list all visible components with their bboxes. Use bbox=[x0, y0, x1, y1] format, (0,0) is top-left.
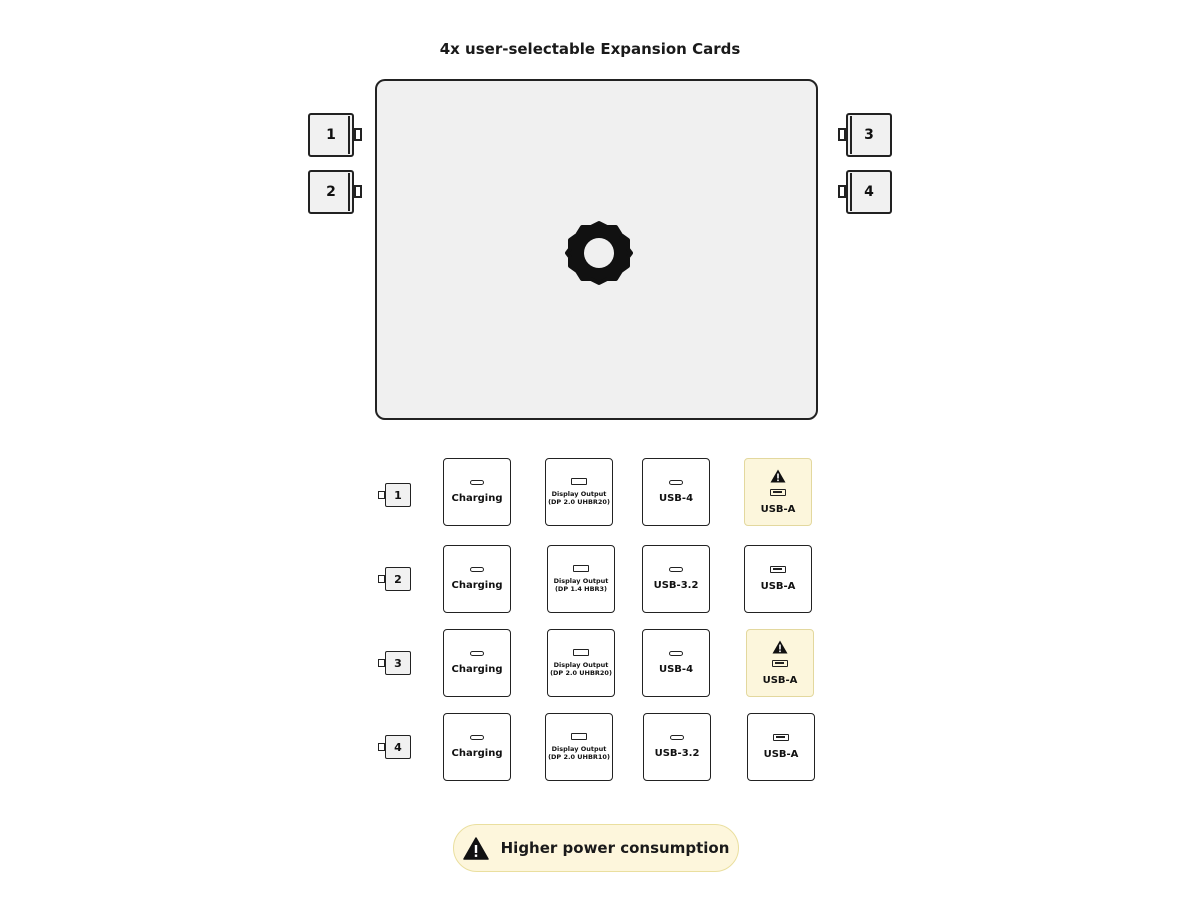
displayport-icon bbox=[573, 648, 589, 656]
slot-number: 1 bbox=[308, 113, 354, 157]
usb-card: USB-4 bbox=[642, 629, 710, 697]
card-sublabel: (DP 1.4 HBR3) bbox=[554, 585, 608, 593]
row-number: 1 bbox=[385, 483, 411, 507]
usb-c-port-icon bbox=[470, 734, 484, 740]
row-label-4: 4 bbox=[375, 735, 411, 759]
card-label: Charging bbox=[451, 663, 503, 675]
usb-a-card: USB-A bbox=[746, 629, 814, 697]
usb-a-port-icon bbox=[770, 488, 786, 496]
card-label: Display Output bbox=[553, 576, 609, 585]
framework-gear-logo-icon bbox=[565, 221, 633, 285]
displayport-icon bbox=[571, 732, 587, 740]
card-sublabel: (DP 2.0 UHBR20) bbox=[548, 498, 610, 506]
usb-a-card: USB-A bbox=[744, 545, 812, 613]
card-label: Charging bbox=[451, 492, 503, 504]
card-label: Display Output bbox=[551, 744, 607, 753]
slot-number: 2 bbox=[308, 170, 354, 214]
displayport-icon bbox=[573, 564, 589, 572]
warning-icon bbox=[770, 469, 786, 483]
charging-card: Charging bbox=[443, 545, 511, 613]
slot-number: 4 bbox=[846, 170, 892, 214]
usb-card: USB-3.2 bbox=[643, 713, 711, 781]
card-label: USB-4 bbox=[658, 663, 694, 675]
card-label: USB-3.2 bbox=[654, 747, 700, 759]
usb-c-port-icon bbox=[470, 566, 484, 572]
card-label: USB-A bbox=[760, 580, 796, 592]
expansion-slot-2: 2 bbox=[308, 170, 364, 214]
usb-a-card: USB-A bbox=[747, 713, 815, 781]
usb-a-card: USB-A bbox=[744, 458, 812, 526]
expansion-slot-4: 4 bbox=[836, 170, 892, 214]
card-sublabel: (DP 2.0 UHBR10) bbox=[548, 753, 610, 761]
card-label: USB-3.2 bbox=[653, 579, 699, 591]
usb-c-port-icon bbox=[470, 479, 484, 485]
charging-card: Charging bbox=[443, 713, 511, 781]
slot-number: 3 bbox=[846, 113, 892, 157]
row-number: 2 bbox=[385, 567, 411, 591]
row-label-1: 1 bbox=[375, 483, 411, 507]
row-number: 4 bbox=[385, 735, 411, 759]
displayport-icon bbox=[571, 477, 587, 485]
legend-higher-power: Higher power consumption bbox=[453, 824, 739, 872]
laptop-body bbox=[375, 79, 818, 420]
row-label-2: 2 bbox=[375, 567, 411, 591]
usb-c-port-icon bbox=[669, 650, 683, 656]
card-label: Charging bbox=[451, 747, 503, 759]
display-output-card: Display Output (DP 2.0 UHBR20) bbox=[545, 458, 613, 526]
card-label: Display Output bbox=[553, 660, 609, 669]
expansion-slot-3: 3 bbox=[836, 113, 892, 157]
card-label: Display Output bbox=[551, 489, 607, 498]
card-label: USB-A bbox=[760, 503, 796, 515]
expansion-slot-1: 1 bbox=[308, 113, 364, 157]
display-output-card: Display Output (DP 2.0 UHBR10) bbox=[545, 713, 613, 781]
charging-card: Charging bbox=[443, 629, 511, 697]
usb-c-port-icon bbox=[669, 479, 683, 485]
legend-text: Higher power consumption bbox=[500, 839, 730, 857]
row-label-3: 3 bbox=[375, 651, 411, 675]
card-label: USB-A bbox=[763, 748, 799, 760]
usb-c-port-icon bbox=[670, 734, 684, 740]
usb-c-port-icon bbox=[669, 566, 683, 572]
usb-a-port-icon bbox=[770, 565, 786, 573]
usb-a-port-icon bbox=[773, 733, 789, 741]
usb-card: USB-3.2 bbox=[642, 545, 710, 613]
display-output-card: Display Output (DP 2.0 UHBR20) bbox=[547, 629, 615, 697]
charging-card: Charging bbox=[443, 458, 511, 526]
warning-icon bbox=[772, 640, 788, 654]
card-label: USB-4 bbox=[658, 492, 694, 504]
card-sublabel: (DP 2.0 UHBR20) bbox=[550, 669, 612, 677]
card-label: USB-A bbox=[762, 674, 798, 686]
usb-a-port-icon bbox=[772, 659, 788, 667]
diagram-title: 4x user-selectable Expansion Cards bbox=[439, 40, 741, 58]
row-number: 3 bbox=[385, 651, 411, 675]
warning-icon bbox=[462, 836, 489, 860]
display-output-card: Display Output (DP 1.4 HBR3) bbox=[547, 545, 615, 613]
usb-card: USB-4 bbox=[642, 458, 710, 526]
card-label: Charging bbox=[451, 579, 503, 591]
usb-c-port-icon bbox=[470, 650, 484, 656]
